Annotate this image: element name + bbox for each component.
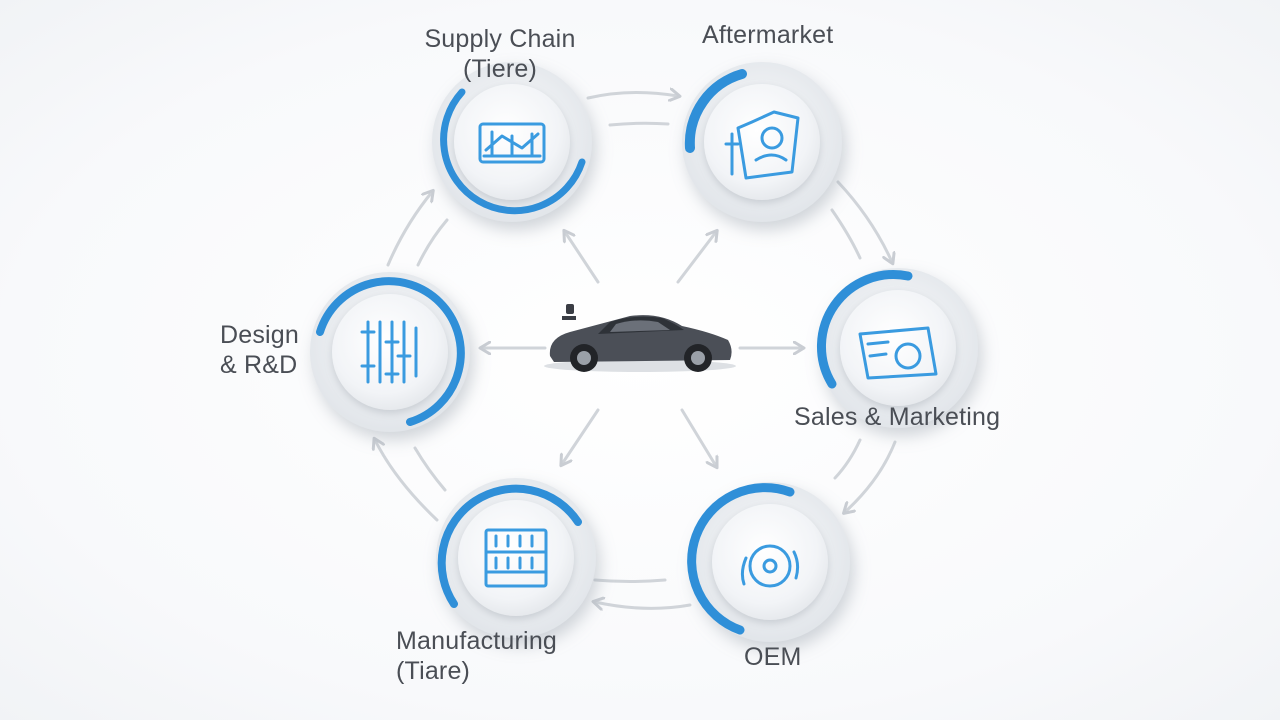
spoke-to-oem xyxy=(680,408,716,466)
spoke-to-supply xyxy=(565,232,600,284)
label-sales: Sales & Marketing xyxy=(794,402,1000,432)
storefront-icon xyxy=(858,326,938,380)
node-face xyxy=(458,500,574,616)
label-manufacturing-line2: (Tiare) xyxy=(396,657,471,685)
arrow-design-to-supply-2 xyxy=(416,218,449,267)
progress-arc xyxy=(687,483,795,635)
label-aftermarket-line1: Aftermarket xyxy=(702,21,834,49)
arrow-manufacturing-to-design xyxy=(375,440,439,522)
factory-racks-icon xyxy=(484,528,548,588)
label-oem: OEM xyxy=(744,642,802,672)
label-design: Design & R&D xyxy=(220,320,299,380)
node-face xyxy=(332,294,448,410)
progress-arc xyxy=(440,88,586,215)
spoke-arrows xyxy=(482,232,802,466)
arrow-supply-to-aftermarket-2 xyxy=(608,121,670,127)
label-design-line2: & R&D xyxy=(220,351,298,379)
label-supply-chain-line2: (Tiere) xyxy=(462,55,538,83)
cycle-arrows xyxy=(375,92,897,608)
bridge-icon xyxy=(478,122,546,164)
node-supply-chain[interactable] xyxy=(432,62,592,222)
technician-icon xyxy=(724,110,800,180)
arrow-oem-to-manufacturing xyxy=(595,602,692,608)
label-sales-line1: Sales & Marketing xyxy=(794,403,1001,431)
label-manufacturing-line1: Manufacturing xyxy=(396,627,558,655)
node-aftermarket[interactable] xyxy=(682,62,842,222)
arrow-design-to-supply xyxy=(386,192,432,267)
label-manufacturing: Manufacturing (Tiare) xyxy=(396,626,557,686)
label-supply-chain: Supply Chain (Tiere) xyxy=(400,24,600,84)
progress-arc xyxy=(437,484,582,608)
arrow-sales-to-oem-2 xyxy=(833,438,862,480)
arrow-oem-to-manufacturing-2 xyxy=(593,578,667,583)
spoke-to-manufacturing xyxy=(562,408,600,464)
node-face xyxy=(712,504,828,620)
arrow-aftermarket-to-sales xyxy=(836,180,892,262)
progress-arc xyxy=(684,69,747,153)
car-icon xyxy=(544,304,736,372)
arrow-manufacturing-to-design-2 xyxy=(413,446,447,492)
progress-arc xyxy=(316,277,465,426)
label-design-line1: Design xyxy=(220,321,300,349)
node-sales[interactable] xyxy=(817,268,978,428)
arrow-supply-to-aftermarket xyxy=(586,92,678,98)
arrow-aftermarket-to-sales-2 xyxy=(830,208,862,260)
gear-badge-icon xyxy=(740,544,800,588)
circuit-icon xyxy=(360,320,418,384)
node-manufacturing[interactable] xyxy=(436,478,596,638)
label-oem-line1: OEM xyxy=(744,643,802,671)
label-supply-chain-line1: Supply Chain xyxy=(424,25,576,53)
node-design[interactable] xyxy=(310,272,470,432)
progress-arc xyxy=(817,270,913,389)
node-oem[interactable] xyxy=(687,482,850,642)
spoke-to-aftermarket xyxy=(676,232,716,284)
label-aftermarket: Aftermarket xyxy=(702,20,833,50)
arrow-sales-to-oem xyxy=(845,440,897,512)
